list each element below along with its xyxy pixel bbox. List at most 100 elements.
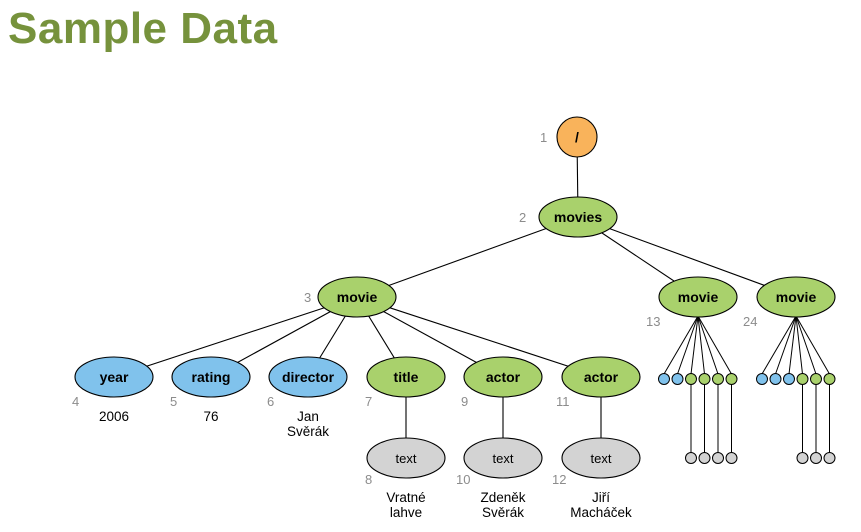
mini-node-text — [685, 452, 697, 464]
node-label: year — [100, 369, 129, 385]
mini-node-text — [712, 452, 724, 464]
node-label: movie — [776, 289, 817, 305]
node-value: Svěrák — [482, 505, 524, 520]
node-label: actor — [584, 369, 619, 385]
node-element-3: movie 3 — [304, 276, 397, 318]
node-shape — [268, 356, 348, 398]
node-number: 3 — [304, 290, 311, 305]
mini-node-element — [810, 373, 822, 385]
node-shape — [463, 356, 543, 398]
mini-node-text — [796, 452, 809, 464]
node-shape — [556, 116, 598, 158]
mini-node-text — [725, 452, 738, 464]
node-shape — [538, 196, 618, 238]
mini-edge — [690, 315, 699, 375]
mini-edge — [697, 315, 732, 375]
mini-node-text — [698, 452, 711, 464]
node-value: Macháček — [570, 505, 632, 520]
mini-edge — [775, 315, 797, 375]
node-label: title — [394, 369, 419, 385]
tree-edge — [113, 296, 358, 378]
mini-node-element — [712, 373, 724, 385]
mini-node-element — [796, 373, 809, 385]
node-label: / — [575, 129, 579, 145]
node-root-1: /1 — [540, 116, 598, 158]
node-number: 7 — [365, 394, 372, 409]
node-value: Vratné — [386, 490, 425, 505]
node-shape — [658, 276, 738, 318]
node-value: Jiří — [592, 490, 610, 505]
node-number: 13 — [646, 314, 660, 329]
page-title: Sample Data — [8, 4, 278, 53]
mini-node-attribute — [671, 373, 684, 385]
node-number: 10 — [456, 472, 470, 487]
node-number: 12 — [552, 472, 566, 487]
node-label: text — [396, 451, 417, 466]
node-label: rating — [192, 369, 231, 385]
mini-node-element — [823, 373, 836, 385]
node-value: 76 — [203, 409, 218, 424]
node-value: Jan — [297, 409, 319, 424]
mini-edge — [795, 315, 817, 375]
mini-edge — [788, 315, 797, 375]
mini-node-attribute — [756, 373, 768, 385]
mini-node-text — [823, 452, 836, 464]
node-shape — [74, 356, 154, 398]
mini-edge — [677, 315, 699, 375]
mini-edge — [795, 315, 803, 375]
node-element-13: movie 13 — [646, 276, 738, 329]
mini-edge — [697, 315, 719, 375]
mini-node-attribute — [658, 373, 670, 385]
node-shape — [561, 437, 641, 479]
node-number: 11 — [556, 394, 570, 409]
mini-node-attribute — [769, 373, 782, 385]
mini-edge — [663, 315, 699, 375]
mini-node-element — [698, 373, 711, 385]
node-shape — [561, 356, 641, 398]
node-element-7: title 7 — [365, 356, 446, 409]
node-element-11: actor 11 — [556, 356, 641, 409]
tree-edge — [356, 216, 579, 298]
node-shape — [366, 356, 446, 398]
node-number: 6 — [267, 394, 274, 409]
node-label: movie — [678, 289, 719, 305]
tree-edge — [356, 296, 602, 378]
node-number: 2 — [519, 210, 526, 225]
node-attribute-5: rating 5 76 — [170, 356, 251, 424]
node-shape — [317, 276, 397, 318]
node-number: 8 — [365, 472, 372, 487]
node-number: 4 — [72, 394, 79, 409]
node-value: lahve — [390, 505, 422, 520]
node-number: 1 — [540, 130, 547, 145]
node-attribute-4: year 4 2006 — [72, 356, 154, 424]
node-element-2: movies 2 — [519, 196, 618, 238]
node-label: movie — [337, 289, 378, 305]
node-label: actor — [486, 369, 521, 385]
mini-node-element — [685, 373, 697, 385]
mini-node-text — [810, 452, 822, 464]
node-element-24: movie 24 — [743, 276, 836, 329]
mini-edge — [795, 315, 830, 375]
mini-node-attribute — [783, 373, 795, 385]
node-value: 2006 — [99, 409, 129, 424]
node-label: text — [493, 451, 514, 466]
node-shape — [366, 437, 446, 479]
node-number: 24 — [743, 314, 757, 329]
node-label: director — [282, 369, 335, 385]
node-shape — [756, 276, 836, 318]
mini-node-element — [725, 373, 738, 385]
node-label: movies — [554, 209, 602, 225]
node-shape — [463, 437, 543, 479]
node-label: text — [591, 451, 612, 466]
collapsed-subtrees — [658, 315, 836, 464]
node-shape — [171, 356, 251, 398]
mini-edge — [761, 315, 797, 375]
tree-edge — [577, 216, 797, 298]
node-number: 5 — [170, 394, 177, 409]
